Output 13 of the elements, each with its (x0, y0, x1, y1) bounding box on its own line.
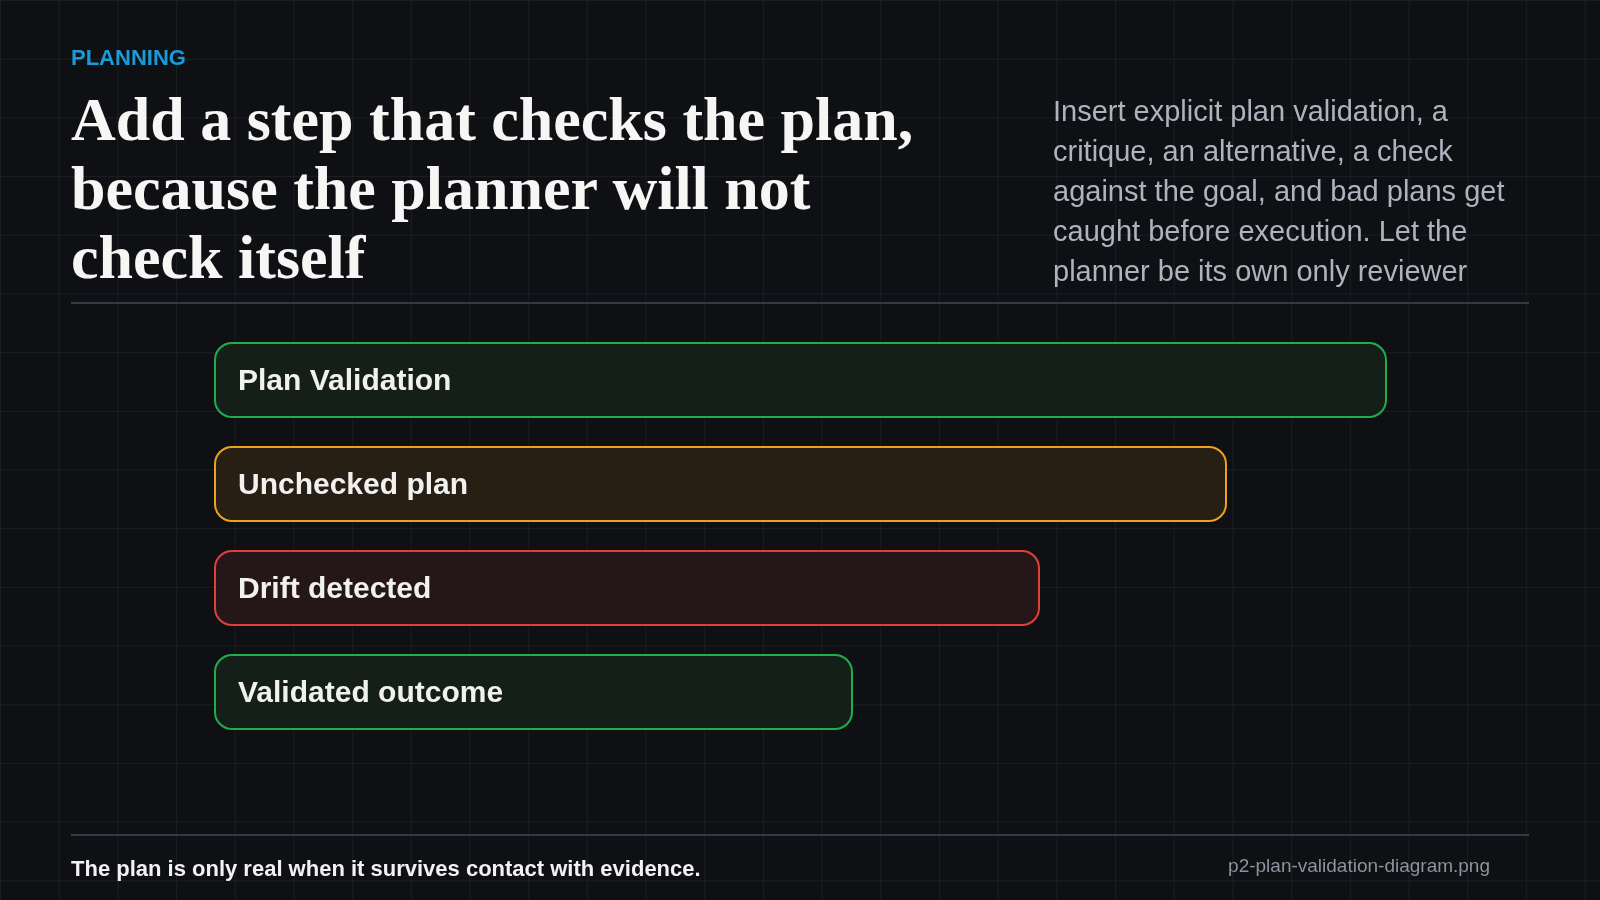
status-bar (214, 446, 1227, 522)
status-bar (214, 342, 1387, 418)
caption-text: The plan is only real when it survives contact with evidence. (71, 856, 701, 882)
status-bar (214, 550, 1040, 626)
bar-label: Validated outcome (238, 674, 504, 710)
bar-label: Drift detected (238, 570, 432, 606)
section-label: PLANNING (71, 45, 186, 71)
bar-label: Unchecked plan (238, 466, 469, 502)
heading: Add a step that checks the plan, because the planner will not check itself (71, 85, 915, 292)
status-bar (214, 654, 853, 730)
bar-label: Plan Validation (238, 362, 452, 398)
description-text: Insert explicit plan validation, a critique, an alternative, a check against the goal, and bad plans get caught before execution. Let the planner be its own only reviewer (1053, 94, 1506, 289)
file-name-text: p2-plan-validation-diagram.png (1228, 855, 1490, 877)
